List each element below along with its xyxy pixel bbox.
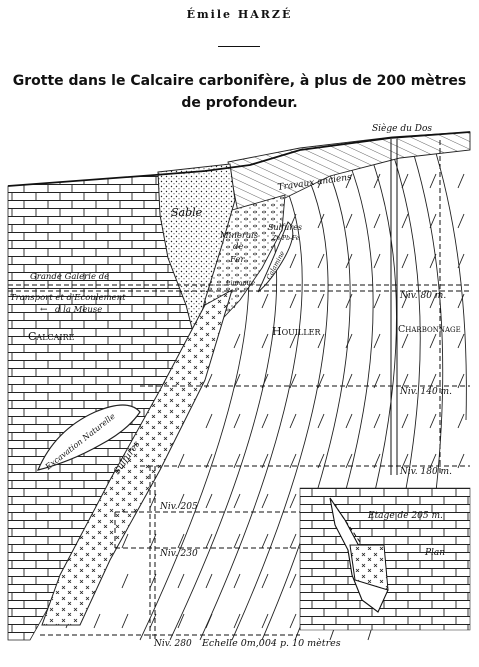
label-galerie-3: d la Meuse (55, 305, 102, 315)
label-etage: Etage de 205 m. (367, 511, 443, 521)
label-limonite: Limonite (225, 279, 255, 287)
label-minerais: Minerais (219, 231, 259, 241)
label-sable: Sable (171, 206, 203, 219)
label-niv-280: Niv. 280 (153, 639, 192, 649)
label-echelle: Echelle 0m,004 p. 10 mètres (201, 638, 341, 649)
label-niv-230: Niv. 230 (159, 549, 198, 559)
label-houiller: Houiller (272, 325, 322, 338)
label-sulfures-top: Sulfures (268, 223, 302, 232)
label-galerie-1: Grande Galerie de (30, 272, 109, 282)
label-de: de (233, 242, 243, 252)
label-calcaire: Calcaire (28, 330, 75, 343)
label-siege: Siège du Dos (372, 123, 432, 134)
arrow-meuse: ← (40, 305, 48, 315)
label-niv-205: Niv. 205 (159, 502, 198, 512)
label-galerie-2: Transport et d'Ecoulement (10, 293, 126, 303)
label-niv-180: Niv. 180 m. (399, 467, 452, 477)
label-charbonnage: Charbonnage (398, 324, 461, 335)
plan-inset (300, 488, 470, 630)
label-sulfures-sub: Zn-Pb-Fe (271, 235, 300, 242)
label-niv-140: Niv. 140 m. (399, 387, 452, 397)
label-niv-80: Niv. 80 m. (399, 291, 446, 301)
label-fer: Fer (229, 255, 245, 265)
label-plan: Plan (424, 548, 445, 558)
